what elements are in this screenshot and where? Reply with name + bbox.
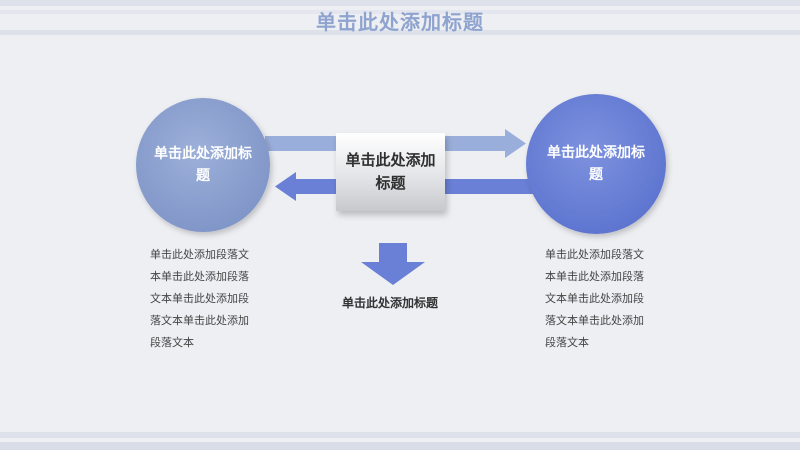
right-paragraph[interactable]: 单击此处添加段落文本单击此处添加段落文本单击此处添加段落文本单击此处添加段落文本 <box>545 248 644 349</box>
arrow-right-upper-shaft <box>265 136 336 151</box>
top-band-3 <box>0 30 800 35</box>
arrow-left-lower-shaft <box>445 179 535 194</box>
arrow-right-upper <box>445 129 526 158</box>
left-circle-label: 单击此处添加标题 <box>154 146 252 184</box>
left-paragraph[interactable]: 单击此处添加段落文本单击此处添加段落文本单击此处添加段落文本单击此处添加段落文本 <box>150 248 249 349</box>
down-arrow-caption[interactable]: 单击此处添加标题 <box>341 296 438 310</box>
arrow-down <box>361 243 425 285</box>
bottom-band-1 <box>0 432 800 438</box>
bottom-band-2 <box>0 442 800 450</box>
top-band-1 <box>0 0 800 6</box>
page-title[interactable]: 单击此处添加标题 <box>316 10 484 34</box>
center-box[interactable]: 单击此处添加标题 <box>336 133 445 211</box>
top-band-2 <box>0 10 800 14</box>
right-circle-label: 单击此处添加标题 <box>547 145 645 183</box>
arrow-left-lower <box>275 172 336 201</box>
right-circle[interactable] <box>526 94 666 234</box>
left-circle[interactable] <box>136 98 270 232</box>
center-box-label: 单击此处添加标题 <box>345 151 436 192</box>
